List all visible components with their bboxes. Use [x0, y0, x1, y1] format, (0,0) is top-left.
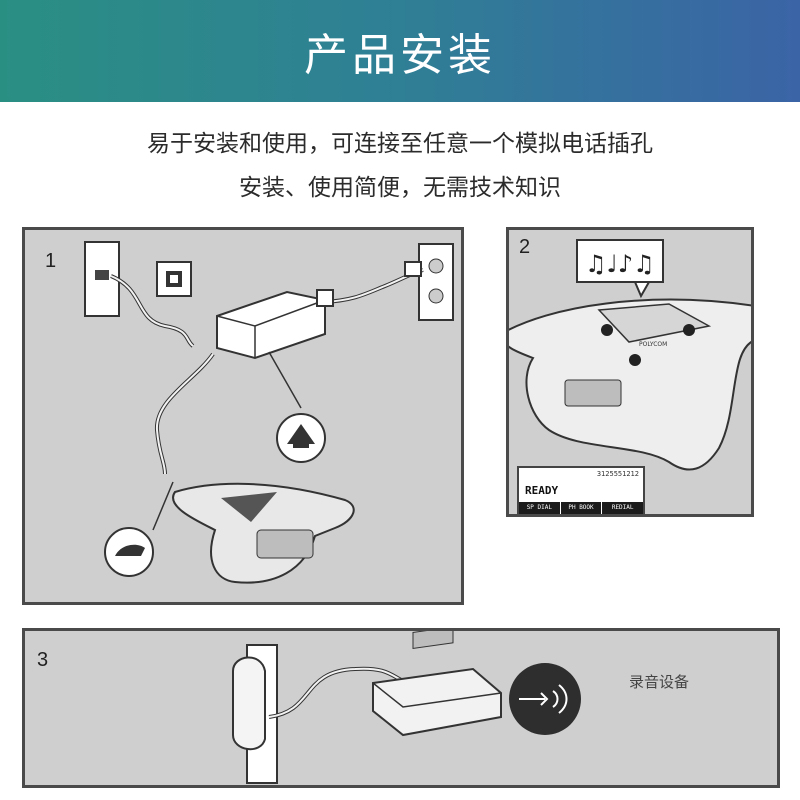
step-1-number: 1 [45, 250, 57, 272]
phone-display: 3125551212 READY SP DIAL PH BOOK REDIAL [517, 466, 645, 514]
phone-jack-symbol-icon [156, 261, 192, 297]
header-banner: 产品安装 [0, 0, 800, 102]
conference-phone-icon [276, 413, 326, 463]
step-1-illustration [84, 241, 454, 584]
intro-text: 易于安装和使用，可连接至任意一个模拟电话插孔 安装、使用简便，无需技术知识 [0, 122, 800, 210]
phone-cable [154, 352, 215, 475]
step-2-illustration: ♫♩♪♫ POLYCOM [509, 239, 751, 471]
recorder-device-icon [372, 631, 502, 737]
conference-phone-illustration [509, 298, 751, 471]
conference-phone-illustration [172, 482, 355, 584]
step-3-panel: 3 录音设备 [22, 628, 780, 788]
power-module-icon [216, 290, 326, 360]
step-3-illustration [232, 631, 581, 784]
softkey-sp-dial: SP DIAL [519, 502, 561, 514]
step-1-panel: 1 [22, 227, 464, 605]
step-3-number: 3 [37, 649, 49, 671]
display-status: READY [525, 484, 559, 497]
softkey-redial: REDIAL [611, 504, 634, 511]
ringtone-bubble-icon: ♫♩♪♫ [576, 239, 664, 299]
svg-text:♫♩♪♫: ♫♩♪♫ [585, 250, 655, 278]
step-2-number: 2 [519, 236, 531, 258]
wall-power-outlet-icon [418, 243, 454, 321]
display-softkeys: SP DIAL PH BOOK REDIAL [519, 502, 643, 514]
audio-output-icon [509, 663, 581, 735]
step-2-panel: ♫♩♪♫ POLYCOM 2 3125551212 READY SP DIAL … [506, 227, 754, 517]
intro-line-2: 安装、使用简便，无需技术知识 [239, 175, 561, 201]
connector-icon [104, 527, 154, 577]
softkey-ph-book: PH BOOK [561, 502, 603, 514]
wall-adapter-icon [232, 644, 278, 784]
display-phone-number: 3125551212 [596, 470, 639, 478]
brand-logo: POLYCOM [639, 341, 667, 348]
recording-device-label: 录音设备 [629, 673, 690, 691]
page-title: 产品安装 [304, 30, 496, 81]
intro-line-1: 易于安装和使用，可连接至任意一个模拟电话插孔 [147, 131, 653, 157]
